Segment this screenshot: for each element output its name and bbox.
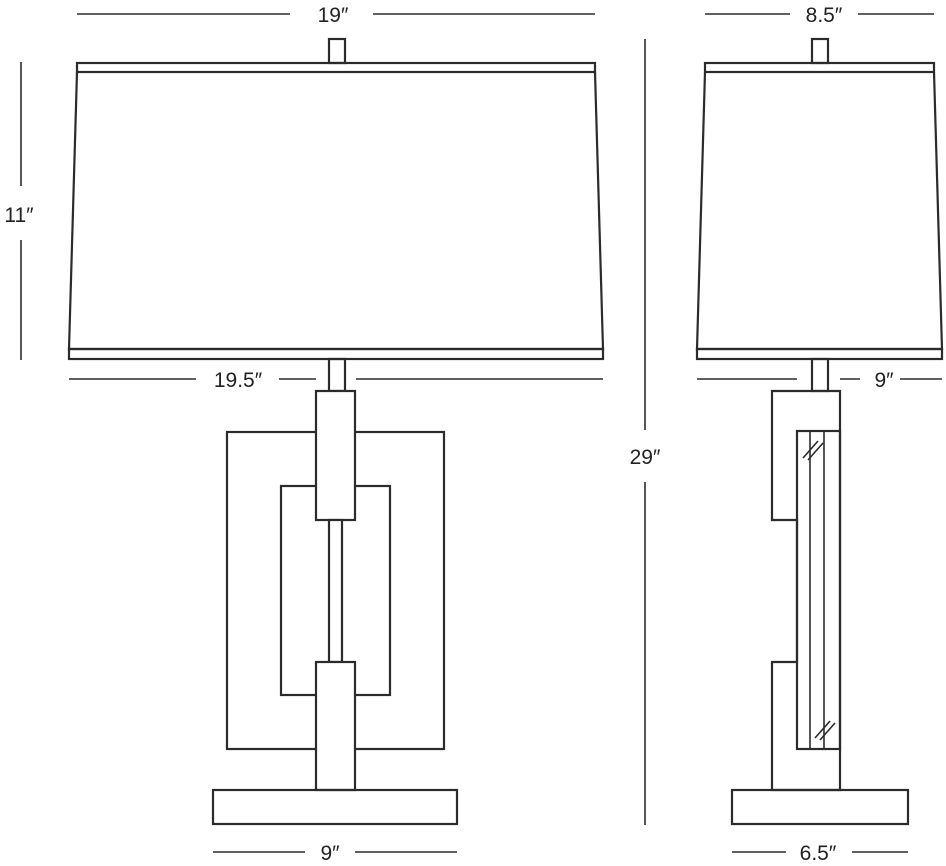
- side-shade-bottom-width-label: 9″: [874, 369, 894, 392]
- front-shade-height-label: 11″: [4, 204, 34, 227]
- side-shade-top-width-label: 8.5″: [806, 4, 843, 27]
- front-base: [211, 788, 459, 826]
- front-view: [67, 37, 605, 826]
- front-shade-top-width-label: 19″: [318, 4, 349, 27]
- side-base-width-label: 6.5″: [800, 842, 837, 865]
- front-upper-block: [314, 389, 357, 522]
- front-shade: [67, 61, 605, 361]
- side-finial: [810, 37, 830, 65]
- side-shade-bottom-dimension: 9″: [697, 369, 942, 392]
- side-shade: [695, 61, 944, 361]
- front-rod: [327, 518, 344, 664]
- front-base-dimension: 9″: [213, 842, 457, 865]
- front-height-dimension: 11″: [4, 62, 34, 360]
- side-base: [730, 788, 910, 826]
- front-shade-bottom-width-label: 19.5″: [214, 369, 263, 392]
- side-neck: [810, 357, 830, 393]
- front-top-dimension: 19″: [77, 4, 595, 27]
- overall-height-label: 29″: [630, 446, 661, 469]
- side-base-dimension: 6.5″: [732, 842, 908, 865]
- front-finial: [327, 37, 347, 65]
- overall-height-dimension: 29″: [630, 39, 661, 825]
- front-neck: [327, 357, 347, 393]
- side-top-dimension: 8.5″: [705, 4, 934, 27]
- side-body: [770, 389, 842, 792]
- side-inner-channel: [795, 429, 842, 751]
- side-view: [695, 37, 944, 826]
- glass-hatch-marks: [802, 440, 836, 741]
- front-lower-block: [314, 660, 357, 792]
- front-shade-bottom-dimension: 19.5″: [69, 369, 603, 392]
- front-base-width-label: 9″: [320, 842, 340, 865]
